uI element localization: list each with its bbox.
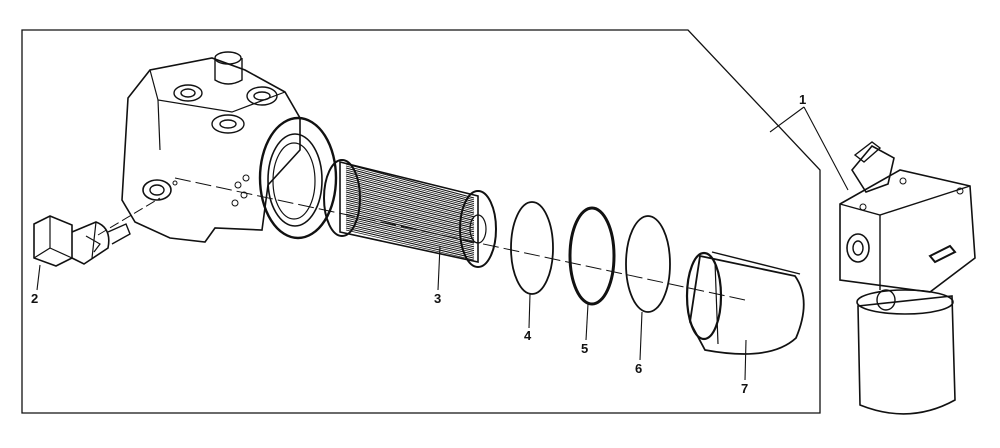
callout-3: 3 bbox=[434, 291, 441, 306]
pleat-line bbox=[345, 229, 475, 261]
exploded-view-frame bbox=[21, 29, 821, 414]
filter-bowl-part-7 bbox=[685, 251, 805, 355]
pleat-line bbox=[345, 201, 475, 235]
filter-element-part-3 bbox=[323, 159, 497, 268]
pleat-line bbox=[345, 163, 475, 199]
o-ring-part-4 bbox=[510, 201, 554, 295]
o-ring-part-5 bbox=[568, 206, 616, 306]
pleat-line bbox=[345, 171, 475, 207]
pleat-line bbox=[345, 183, 475, 218]
pleat-line bbox=[345, 169, 475, 204]
pleat-line bbox=[345, 197, 475, 231]
pleat-line bbox=[345, 207, 475, 240]
pleat-line bbox=[345, 213, 475, 246]
leader-line-3 bbox=[437, 245, 441, 291]
pleat-line bbox=[345, 185, 475, 220]
pleat-line bbox=[345, 227, 475, 259]
pleat-line bbox=[345, 217, 475, 250]
pleat-line bbox=[345, 179, 475, 214]
pleat-line bbox=[345, 175, 475, 210]
pleat-line bbox=[345, 189, 475, 223]
pleat-line bbox=[345, 167, 475, 203]
pleat-line bbox=[345, 177, 475, 212]
pleat-line bbox=[345, 165, 475, 201]
pleat-line bbox=[345, 219, 475, 252]
leader-line-2 bbox=[36, 264, 41, 291]
leader-line-7 bbox=[744, 339, 747, 381]
o-ring-part-6 bbox=[625, 215, 671, 313]
assembly-axis-line bbox=[97, 197, 161, 236]
pleat-line bbox=[345, 173, 475, 208]
callout-2: 2 bbox=[31, 291, 38, 306]
filter-head-housing bbox=[121, 51, 301, 243]
callout-7: 7 bbox=[741, 381, 748, 396]
pleat-line bbox=[345, 195, 475, 229]
pleat-line bbox=[345, 199, 475, 233]
callout-4: 4 bbox=[524, 328, 532, 343]
callout-1: 1 bbox=[799, 92, 806, 107]
pleat-line bbox=[345, 221, 475, 253]
pressure-switch-part-2 bbox=[33, 215, 131, 267]
callout-6: 6 bbox=[635, 361, 642, 376]
assembled-filter-part-1 bbox=[839, 141, 976, 415]
leader-line-5 bbox=[585, 303, 589, 341]
pleat-line bbox=[345, 205, 475, 238]
pleat-line bbox=[345, 215, 475, 248]
pleat-line bbox=[345, 211, 475, 244]
pleat-line bbox=[345, 225, 475, 257]
filter-pleats bbox=[345, 163, 475, 261]
pleat-line bbox=[345, 191, 475, 225]
callout-5: 5 bbox=[581, 341, 588, 356]
pleat-line bbox=[345, 223, 475, 255]
pleat-line bbox=[345, 193, 475, 227]
leader-line-4 bbox=[528, 293, 531, 329]
pleat-line bbox=[345, 187, 475, 222]
leader-line-6 bbox=[639, 311, 643, 361]
pleat-line bbox=[345, 203, 475, 237]
leader-line-1 bbox=[769, 106, 849, 191]
pleat-line bbox=[345, 209, 475, 242]
pleat-line bbox=[345, 181, 475, 216]
head-thread-ring bbox=[258, 116, 338, 240]
